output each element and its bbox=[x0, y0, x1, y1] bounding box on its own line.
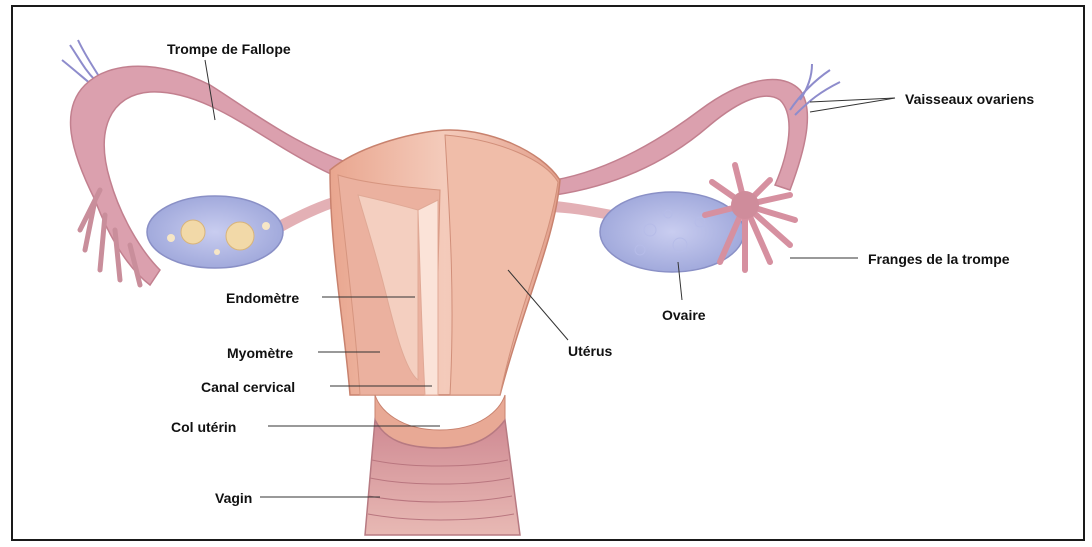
label-uterus: Utérus bbox=[568, 343, 612, 359]
left-ovary bbox=[147, 196, 283, 268]
label-vagina: Vagin bbox=[215, 490, 252, 506]
label-cervix: Col utérin bbox=[171, 419, 236, 435]
label-ovary: Ovaire bbox=[662, 307, 706, 323]
label-myometrium: Myomètre bbox=[227, 345, 293, 361]
right-fimbriae-center bbox=[731, 191, 759, 219]
label-fimbriae: Franges de la trompe bbox=[868, 251, 1010, 267]
label-endometrium: Endomètre bbox=[226, 290, 299, 306]
label-ovarian-vessels: Vaisseaux ovariens bbox=[905, 91, 1034, 107]
label-fallopian-tube: Trompe de Fallope bbox=[167, 41, 291, 57]
label-cervical-canal: Canal cervical bbox=[201, 379, 295, 395]
